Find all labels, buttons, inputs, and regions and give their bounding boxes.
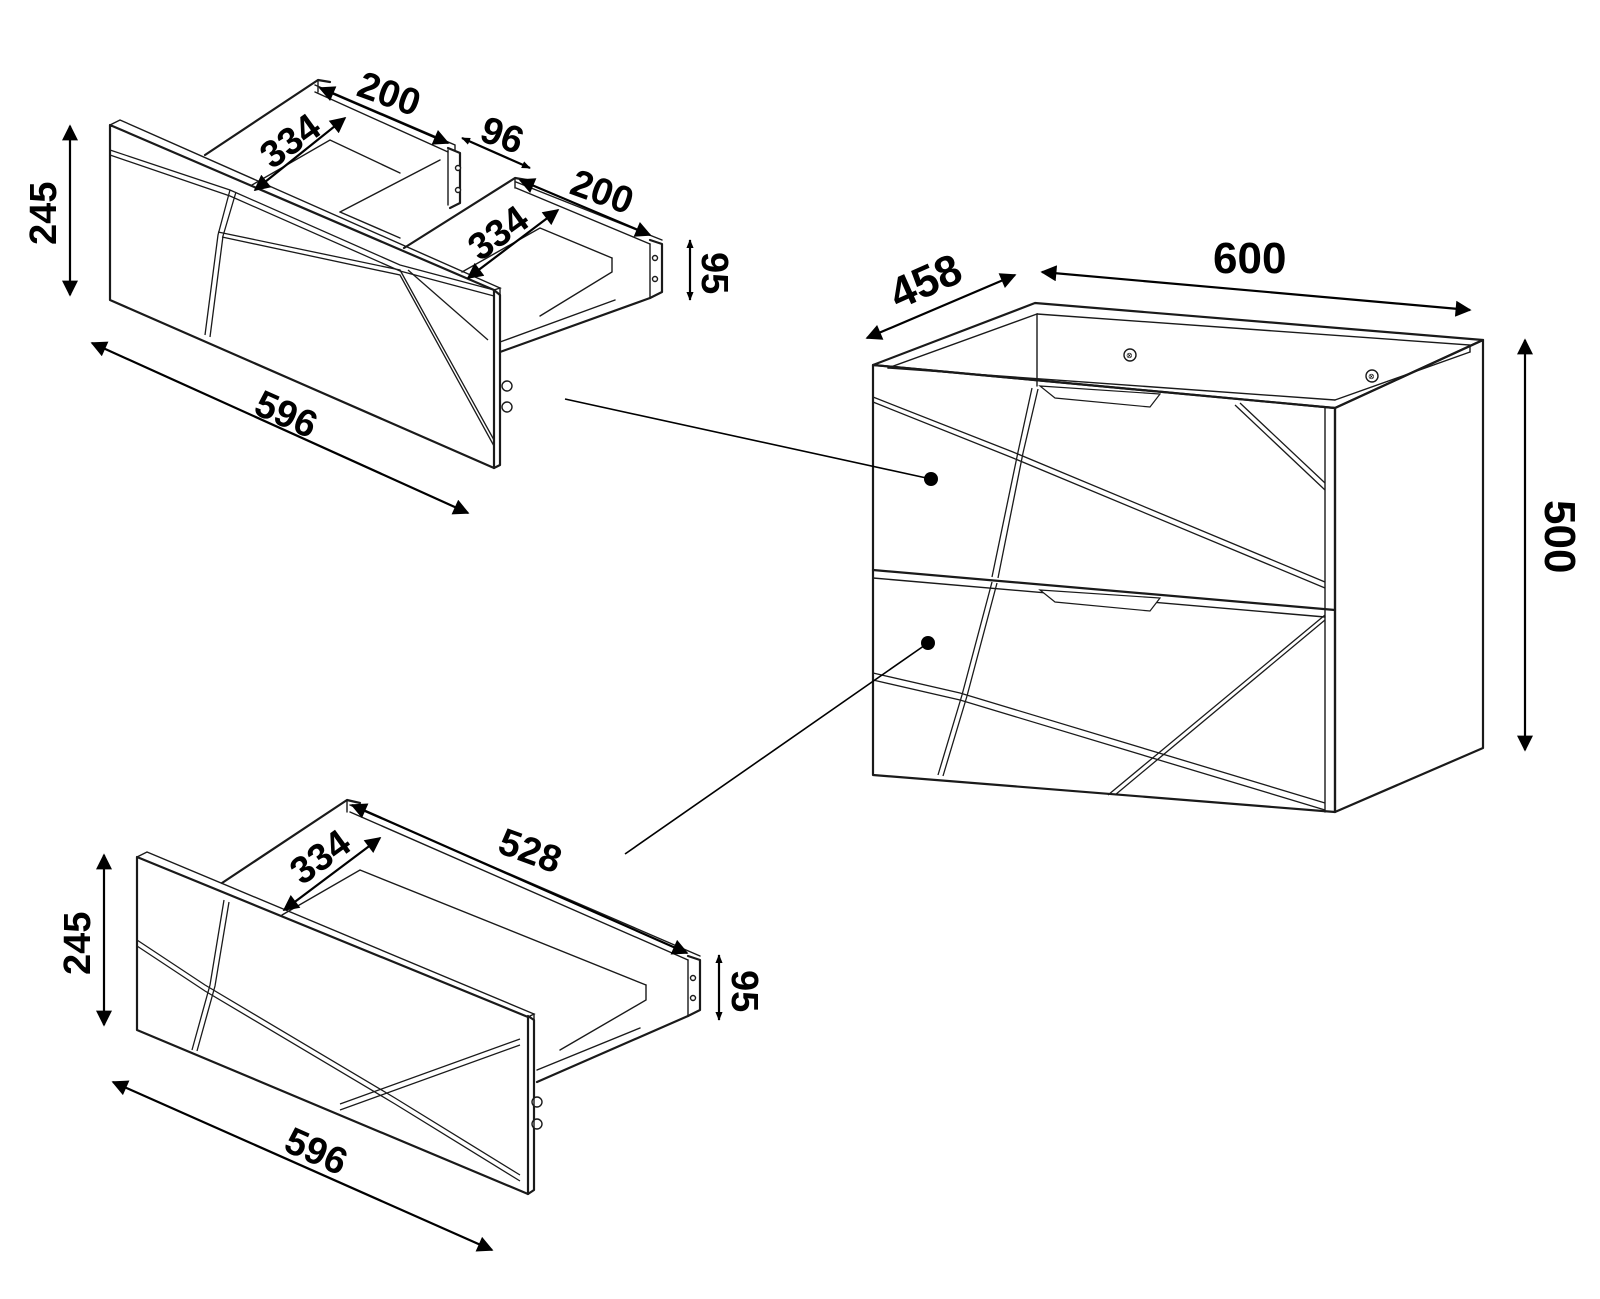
cabinet-width-label: 600 — [1213, 234, 1286, 283]
leader-line-top — [564, 398, 932, 480]
cabinet-depth-label: 458 — [882, 245, 969, 320]
drawer-top-dimensions: 245 596 200 334 96 200 334 95 — [23, 64, 735, 515]
cabinet-dimensions: 458 600 500 — [865, 234, 1584, 752]
drawer-top-left-width-label: 200 — [352, 64, 426, 125]
drawer-top-gap-label: 96 — [475, 109, 529, 163]
drawer-top-side-height-label: 95 — [693, 252, 735, 294]
drawer-top-right-width-label: 200 — [565, 162, 639, 223]
drawer-top-width-label: 596 — [248, 383, 323, 447]
drawer-bottom-depth-label: 334 — [283, 822, 359, 893]
drawer-bottom-side-height-label: 95 — [723, 970, 765, 1012]
drawer-bottom — [135, 798, 702, 1196]
leader-line-bottom — [624, 642, 929, 855]
cabinet-height-label: 500 — [1535, 500, 1584, 573]
cabinet: ⊗ ⊗ — [871, 301, 1485, 814]
drawer-top-height-label: 245 — [23, 182, 65, 245]
screw-icon: ⊗ — [1126, 351, 1133, 360]
drawer-bottom-dimensions: 245 596 334 528 95 — [57, 803, 765, 1252]
drawer-top — [108, 78, 664, 470]
screw-icon: ⊗ — [1368, 372, 1375, 381]
drawer-bottom-width-label: 596 — [278, 1120, 353, 1184]
drawer-top-right-depth-label: 334 — [461, 198, 537, 269]
drawer-bottom-height-label: 245 — [57, 912, 99, 975]
